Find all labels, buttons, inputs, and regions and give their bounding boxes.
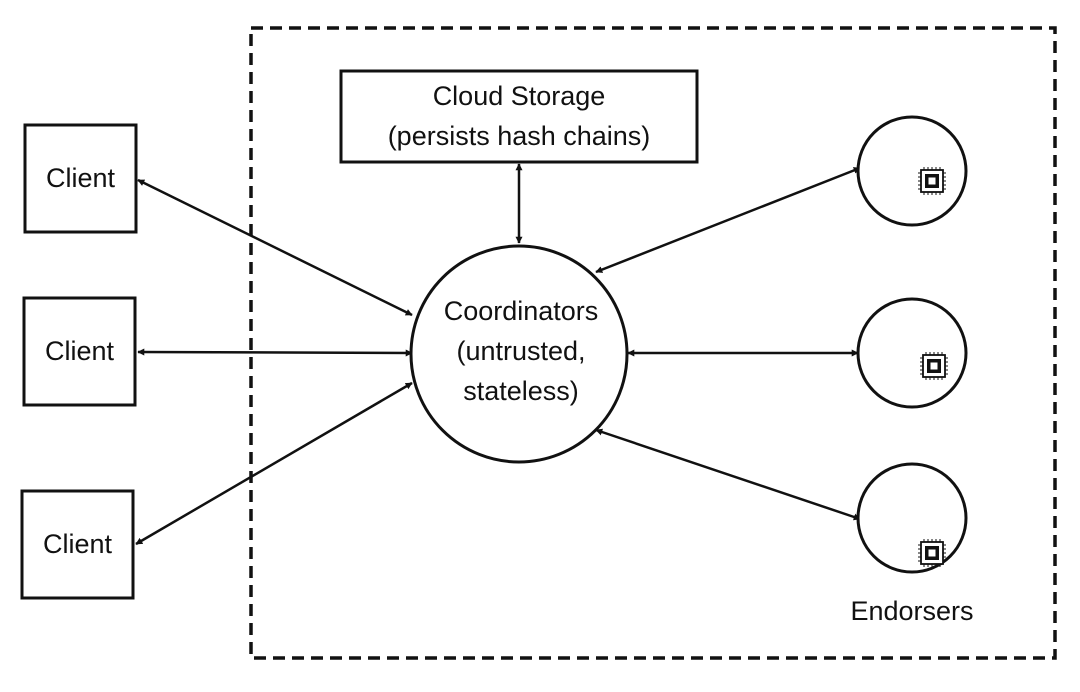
cloud-storage-subtitle: (persists hash chains) (388, 121, 651, 151)
edge-coordinators-endorser-3 (595, 428, 861, 521)
chip-icon (920, 352, 948, 380)
edges (135, 163, 861, 546)
edge-client-2-coordinators (137, 348, 413, 357)
endorser-node-1 (856, 115, 968, 227)
client-label: Client (46, 163, 116, 193)
chip-icon (918, 167, 946, 195)
edge-client-3-coordinators (135, 381, 413, 546)
endorsers-label: Endorsers (850, 596, 973, 626)
client-node-2: Client (22, 296, 137, 407)
endorser-node-3 (856, 462, 968, 574)
coordinators-node: Coordinators (untrusted, stateless) (409, 244, 629, 464)
edge-client-1-coordinators (137, 178, 413, 317)
cloud-storage-title: Cloud Storage (433, 81, 606, 111)
chip-icon (918, 539, 946, 567)
client-node-3: Client (20, 489, 135, 600)
client-node-1: Client (23, 123, 138, 234)
endorser-node-2 (856, 297, 968, 409)
coordinators-subtitle-1: (untrusted, (456, 336, 585, 366)
client-label: Client (43, 529, 113, 559)
client-label: Client (45, 336, 115, 366)
edge-coordinators-endorser-1 (595, 166, 861, 274)
system-boundary (249, 26, 1057, 660)
coordinators-title: Coordinators (444, 296, 599, 326)
cloud-storage-node: Cloud Storage (persists hash chains) (339, 69, 699, 164)
coordinators-subtitle-2: stateless) (463, 376, 579, 406)
